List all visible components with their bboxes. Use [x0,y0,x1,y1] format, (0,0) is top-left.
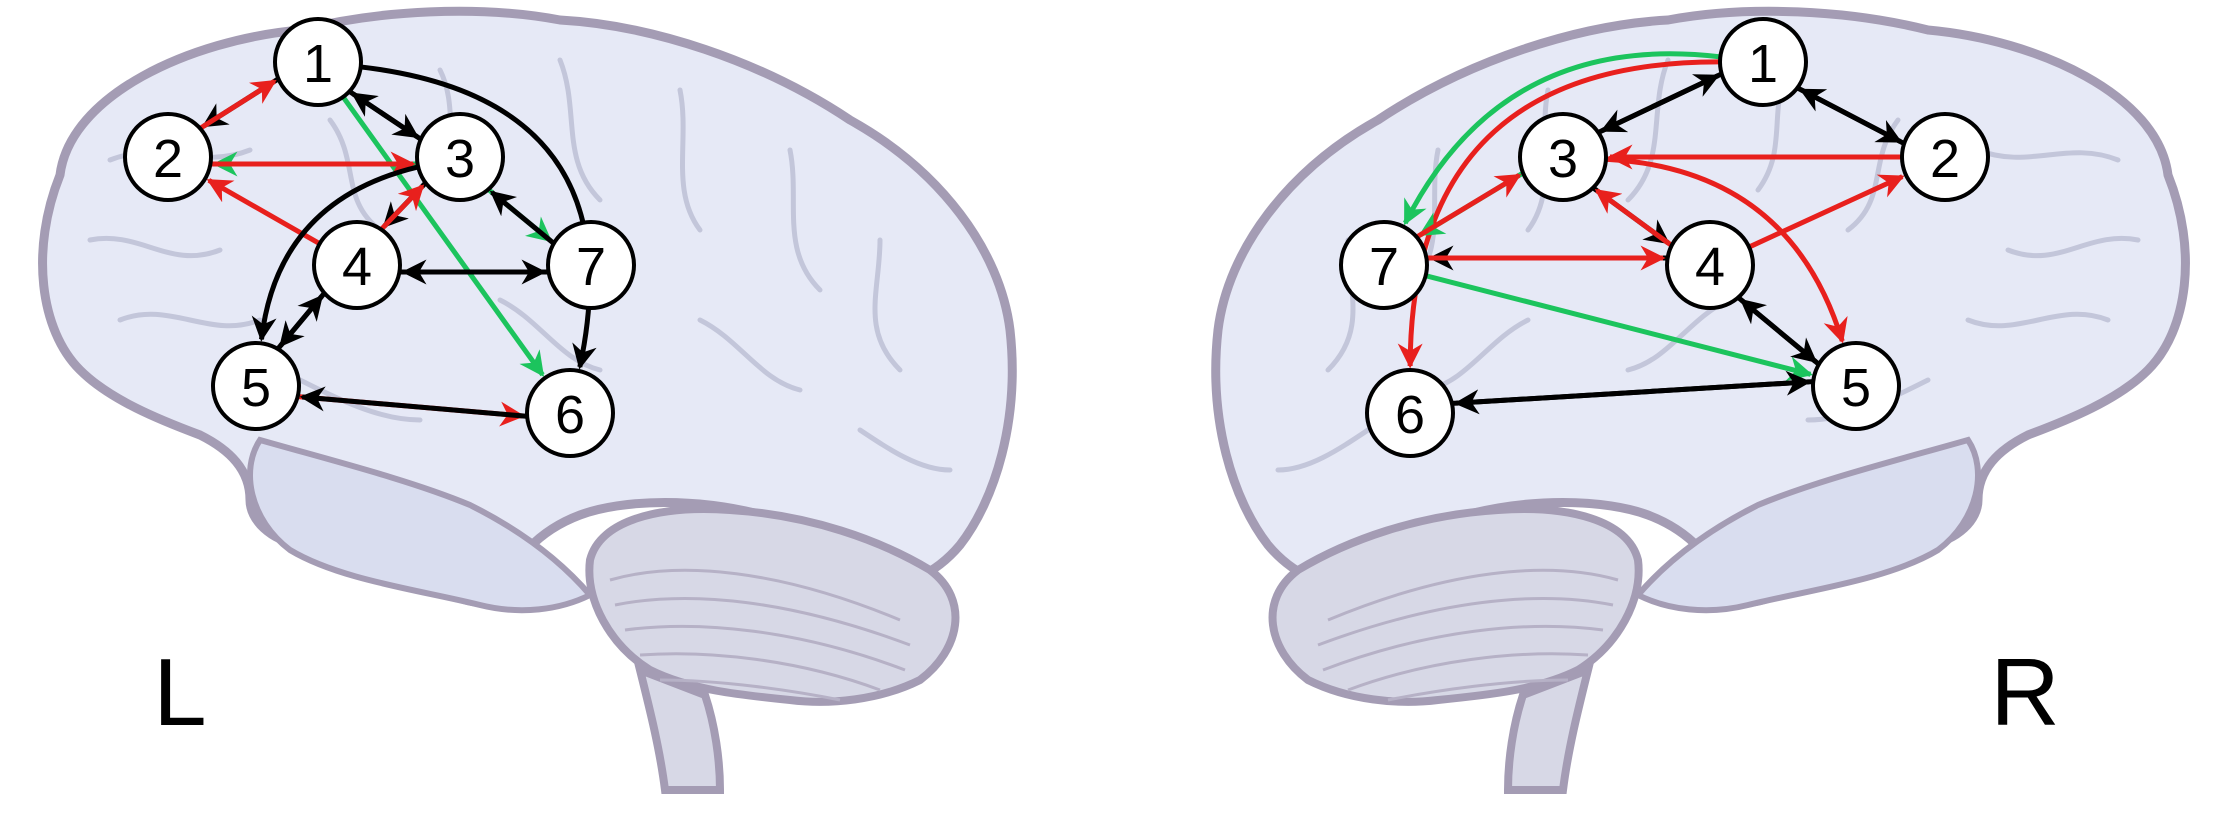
left-edge-1-to-6-green [341,95,545,377]
left-nodes: 1 2 3 4 5 6 7 [123,17,636,458]
right-node-4: 4 [1665,220,1755,310]
right-node-3-label: 3 [1548,129,1578,189]
left-node-4-circle [312,220,402,310]
left-edge-2-to-1-red [199,79,277,131]
left-edge-4-to-3-red [379,184,425,231]
left-edge-7-to-3-black [489,190,555,245]
right-brainstem-shape [1503,663,1594,794]
right-node-5-circle [1811,341,1901,431]
right-node-6: 6 [1365,368,1455,458]
left-node-7-label: 7 [576,237,606,297]
left-node-4: 4 [312,220,402,310]
right-edge-1-to-7-green [1402,51,1721,226]
left-node-3-label: 3 [445,129,475,189]
left-node-2: 2 [123,112,213,202]
left-node-5: 5 [211,341,301,431]
left-node-4-label: 4 [342,237,372,297]
right-node-1-label: 1 [1748,34,1778,94]
left-node-5-label: 5 [241,358,271,418]
right-node-6-circle [1365,368,1455,458]
right-edge-3-to-1-black [1597,73,1720,135]
left-node-2-label: 2 [153,129,183,189]
left-node-1: 1 [273,17,363,107]
right-node-5: 5 [1811,341,1901,431]
right-edge-3-to-5-red [1605,156,1848,344]
right-node-7-circle [1339,220,1429,310]
right-node-5-label: 5 [1841,358,1871,418]
left-node-5-circle [211,341,301,431]
left-node-1-label: 1 [303,34,333,94]
left-node-3: 3 [415,112,505,202]
left-node-6-label: 6 [555,385,585,445]
left-cerebellum-folia [609,568,911,702]
right-node-2-label: 2 [1930,129,1960,189]
right-edge-7-to-5-green [1425,273,1813,381]
right-edge-5-to-4-black [1739,298,1821,366]
right-node-3: 3 [1518,112,1608,202]
right-node-3-circle [1518,112,1608,202]
right-node-2: 2 [1900,112,1990,202]
right-edge-4-to-3-red [1594,188,1673,248]
left-hemisphere-label: L [153,639,206,746]
left-edge-3-to-5-black [251,164,419,342]
left-node-1-circle [273,17,363,107]
left-brain-illustration [38,6,1017,794]
right-node-4-circle [1665,220,1755,310]
left-node-6-circle [525,368,615,458]
left-node-2-circle [123,112,213,202]
left-edge-5-to-4-black [276,294,324,351]
right-hemisphere-label: R [1990,639,2059,746]
left-edge-3-to-1-black [351,91,422,141]
right-node-1: 1 [1718,17,1808,107]
right-node-7-label: 7 [1369,237,1399,297]
right-edge-6-to-5-black [1452,370,1812,406]
left-brainstem-shape [634,663,725,794]
right-node-2-circle [1900,112,1990,202]
right-edge-2-to-1-black [1799,87,1905,146]
right-cerebellum-folia [1317,568,1619,702]
left-node-7: 7 [546,220,636,310]
right-nodes: 1 2 3 4 5 6 7 [1339,17,1990,458]
right-node-4-label: 4 [1695,237,1725,297]
left-temporal-lobe-shape [247,436,595,614]
right-edge-7-to-3-red [1415,173,1522,239]
left-edge-6-to-5-black [299,386,527,419]
right-node-6-label: 6 [1395,385,1425,445]
right-node-7: 7 [1339,220,1429,310]
right-temporal-lobe-shape [1633,436,1981,614]
left-node-7-circle [546,220,636,310]
right-node-1-circle [1718,17,1808,107]
left-cerebrum-shape [38,6,1017,608]
left-node-3-circle [415,112,505,202]
left-node-6: 6 [525,368,615,458]
right-edge-4-to-2-red [1748,174,1905,250]
